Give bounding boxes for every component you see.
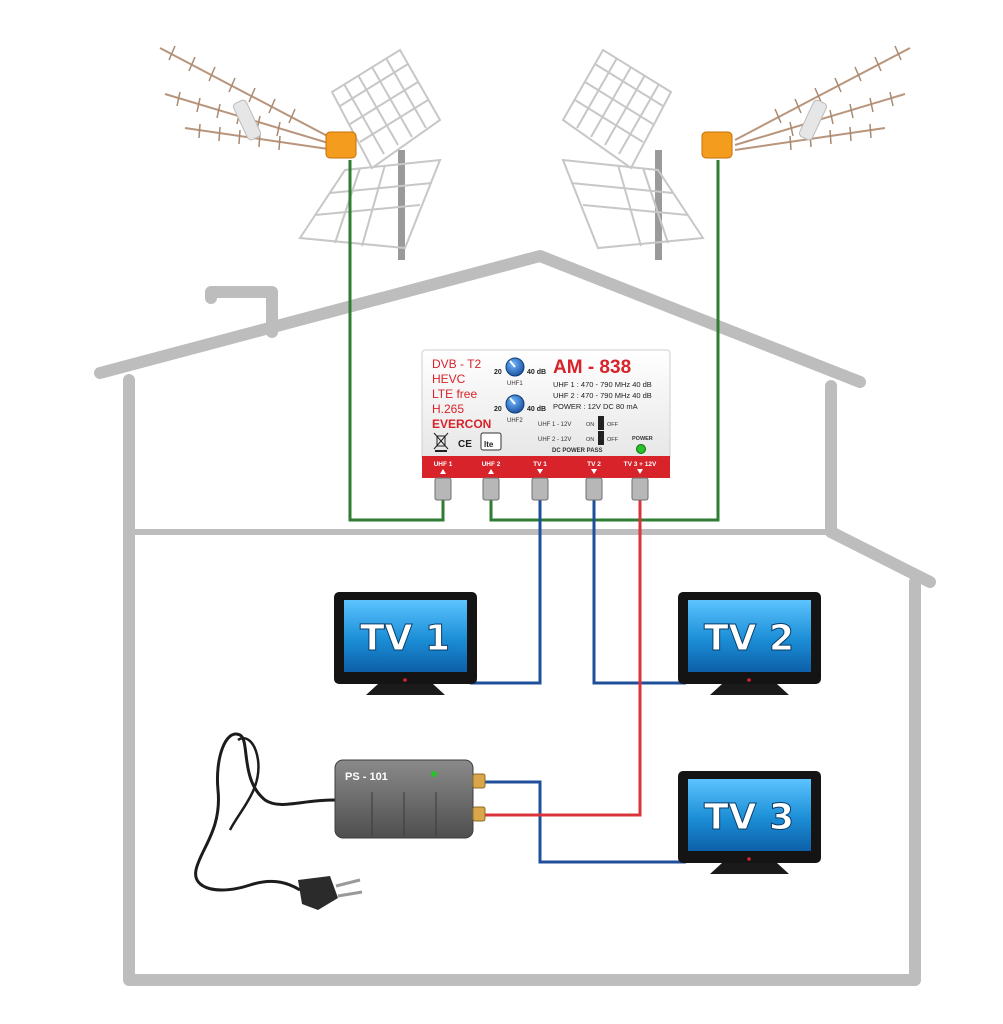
knob2-min: 20 — [494, 406, 502, 413]
antenna-right — [561, 45, 911, 260]
knob2-name: UHF2 — [507, 418, 523, 424]
knob1-name: UHF1 — [507, 381, 523, 387]
f-connectors — [434, 477, 649, 501]
feature-dvbt2: DVB - T2 — [432, 357, 481, 371]
port-arrow-down-icon — [637, 469, 643, 474]
power-label: POWER — [632, 436, 653, 442]
feature-lte-free: LTE free — [432, 387, 477, 401]
antenna-right-elements — [774, 45, 902, 151]
port-arrow-up-icon — [440, 469, 446, 474]
switch1-label: UHF 1 - 12V — [538, 422, 571, 428]
tv-1-label: TV 1 — [360, 618, 450, 659]
knob1-min: 20 — [494, 369, 502, 376]
ps-connector-amp[interactable] — [472, 806, 486, 822]
ps-connectors — [472, 773, 486, 822]
feature-hevc: HEVC — [432, 372, 466, 386]
model-title: AM - 838 — [553, 357, 631, 378]
spec-uhf2: UHF 2 : 470 - 790 MHz 40 dB — [553, 391, 652, 400]
feature-h265: H.265 — [432, 402, 464, 416]
port-label-tv2: TV 2 — [587, 461, 601, 468]
dc-power-pass: DC POWER PASS — [552, 448, 603, 454]
ps-label: PS - 101 — [345, 771, 388, 783]
weee-bin-icon — [433, 432, 449, 452]
port-label-tv1: TV 1 — [533, 461, 547, 468]
knob2-max: 40 dB — [527, 406, 546, 413]
antenna-left-elements — [168, 45, 296, 151]
spec-power: POWER : 12V DC 80 mA — [553, 402, 638, 411]
switch2-label: UHF 2 - 12V — [538, 437, 571, 443]
ce-mark: CE — [458, 439, 472, 450]
switch1-toggle[interactable] — [598, 416, 604, 430]
power-cord — [194, 732, 336, 892]
switch1-off: OFF — [607, 422, 619, 428]
tv-2-label: TV 2 — [704, 618, 794, 659]
lte-logo-icon: lte — [480, 432, 502, 451]
switch1-on: ON — [586, 422, 594, 428]
spec-uhf1: UHF 1 : 470 - 790 MHz 40 dB — [553, 380, 652, 389]
tv-1: TV 1 — [334, 592, 477, 695]
tv-cables — [470, 495, 686, 864]
connector-tv2[interactable] — [585, 477, 603, 501]
switch2-toggle[interactable] — [598, 431, 604, 445]
connector-tv3[interactable] — [631, 477, 649, 501]
port-arrow-up-icon — [488, 469, 494, 474]
brand-evercon: EVERCON — [432, 417, 491, 431]
switch2-on: ON — [586, 437, 594, 443]
antenna-cables — [348, 160, 720, 522]
knob1-max: 40 dB — [527, 369, 546, 376]
tv-3: TV 3 — [678, 771, 821, 874]
gain-knob-uhf2[interactable] — [505, 394, 525, 414]
power-cables — [485, 495, 642, 817]
ps-led — [431, 771, 437, 777]
gain-knob-uhf1[interactable] — [505, 357, 525, 377]
tv-2: TV 2 — [678, 592, 821, 695]
amplifier-am-838: DVB - T2 HEVC LTE free H.265 EVERCON 20 … — [421, 349, 671, 501]
port-label-uhf2: UHF 2 — [482, 461, 501, 468]
connector-tv1[interactable] — [531, 477, 549, 501]
port-arrow-down-icon — [591, 469, 597, 474]
switch2-off: OFF — [607, 437, 619, 443]
connector-uhf2[interactable] — [482, 477, 500, 501]
connector-uhf1[interactable] — [434, 477, 452, 501]
antenna-left — [159, 45, 442, 260]
house-outline — [94, 250, 936, 986]
power-supply-ps-101: PS - 101 — [194, 732, 486, 910]
power-led — [636, 444, 646, 454]
port-label-uhf1: UHF 1 — [434, 461, 453, 468]
plug-icon — [298, 876, 363, 910]
ps-connector-tv[interactable] — [472, 773, 486, 789]
port-label-tv3-12v: TV 3 + 12V — [624, 461, 657, 468]
tv-3-label: TV 3 — [704, 797, 794, 838]
lte-logo-text: lte — [484, 440, 494, 449]
port-arrow-down-icon — [537, 469, 543, 474]
